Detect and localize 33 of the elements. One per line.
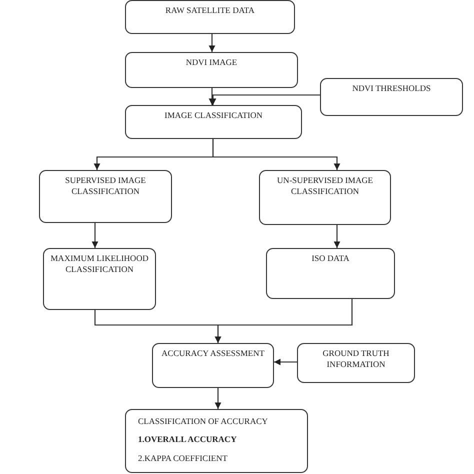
arrow [92,223,98,248]
process-box [297,343,415,383]
box-label: NDVI IMAGE [184,57,238,68]
box-label: RAW SATELLITE DATA [164,5,256,16]
box-label: 1.OVERALL ACCURACY [138,434,238,446]
arrow [274,358,297,366]
box-label: IMAGE CLASSIFICATION [164,110,264,122]
process-box [125,409,308,473]
process-box [125,0,295,34]
process-box [39,170,172,223]
box-label: NDVI THRESHOLDS [351,83,432,94]
process-box [125,52,298,88]
arrow [210,94,320,105]
process-box [152,343,274,388]
arrow [208,88,216,105]
process-box [266,248,395,299]
process-box [320,78,463,116]
box-label: CLASSIFICATION OF ACCURACY [138,416,269,428]
box-label: MAXIMUM LIKELIHOOD CLASSIFICATION [50,253,149,276]
arrow [212,139,340,170]
process-box [43,248,156,310]
arrow [208,34,216,52]
arrow [214,388,222,409]
box-label: GROUND TRUTH INFORMATION [322,348,390,371]
box-label: ACCURACY ASSESSMENT [160,348,266,360]
process-box [259,170,391,225]
arrow [214,299,353,343]
process-box [125,105,302,139]
box-label: SUPERVISED IMAGE CLASSIFICATION [64,175,147,198]
arrow [334,225,340,248]
box-label: 2.KAPPA COEFFICIENT [138,452,228,464]
box-label: UN-SUPERVISED IMAGE CLASSIFICATION [276,175,374,198]
box-label: ISO DATA [310,253,350,264]
